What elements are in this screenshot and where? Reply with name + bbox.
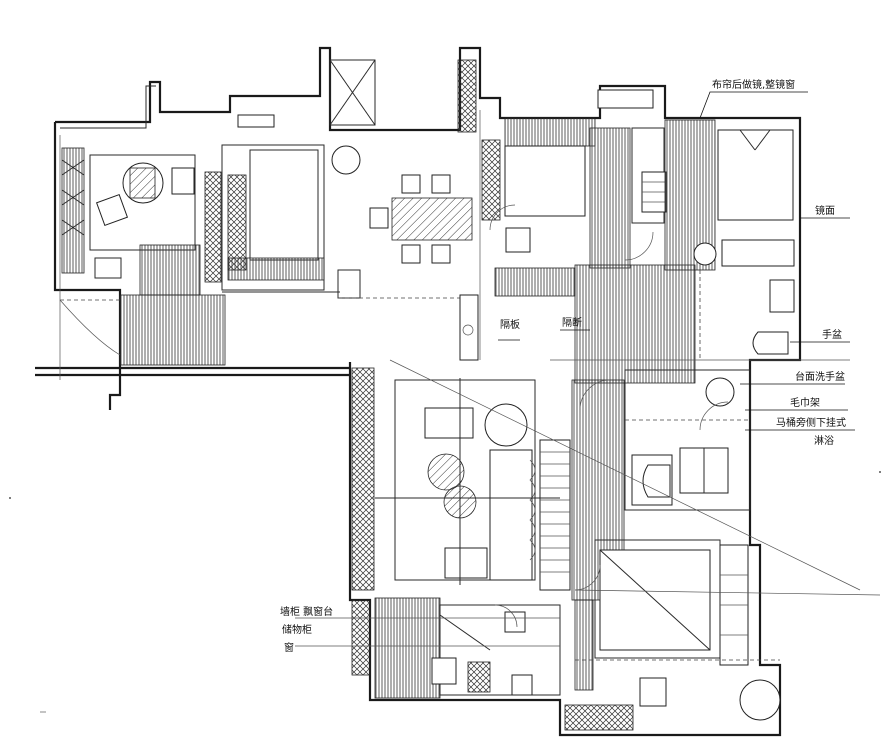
wardrobe-mid <box>481 139 501 221</box>
label-wall-cabinet-3: 窗 <box>284 641 294 654</box>
bottom-stool <box>511 674 533 696</box>
annotation-partition: 隔断 <box>560 316 590 331</box>
label-partition: 隔断 <box>562 316 582 329</box>
round-rug <box>484 403 528 447</box>
bottom-chair-right <box>639 677 667 707</box>
annotation-wash-top: 台面洗手盆 <box>740 370 845 385</box>
built-in-cabinet <box>204 171 222 283</box>
study-bottom-window <box>351 599 371 676</box>
annotation-wall-cabinet: 墙柜 飘窗台 储物柜 窗 <box>280 605 333 654</box>
dining-cabinet <box>457 59 477 133</box>
stair-cabinet <box>539 439 571 591</box>
dining-table <box>391 197 473 241</box>
wardrobe-left <box>139 244 201 296</box>
sofa <box>489 449 533 581</box>
armchair-pair <box>424 407 474 439</box>
dining-chair-3 <box>401 244 421 264</box>
living-room <box>351 367 571 591</box>
basin <box>693 242 717 266</box>
desk-mid <box>494 267 576 297</box>
annotation-towel-rack: 毛巾架 <box>745 396 848 411</box>
label-wall-cabinet-1: 墙柜 飘窗台 <box>280 605 333 618</box>
bathroom-bottom-right <box>571 369 751 601</box>
study-desk <box>227 257 325 281</box>
headboard-wall <box>504 117 596 147</box>
guide-lines <box>59 110 881 647</box>
floor-hatch-hall <box>574 264 696 384</box>
bathtub <box>717 129 794 221</box>
coffee-table-large <box>427 453 465 491</box>
annotation-toilet-note: 马桶旁侧下挂式 <box>745 416 855 431</box>
bottom-chair <box>504 611 526 633</box>
bedroom-top-middle <box>481 89 696 384</box>
study-bottom <box>351 597 561 699</box>
sketch-marks <box>9 471 881 713</box>
annotation-shower: 淋浴 <box>814 434 834 447</box>
annotation-mirror: 镜面 <box>800 204 850 219</box>
label-toilet-note: 马桶旁侧下挂式 <box>776 416 846 429</box>
label-wall-cabinet-2: 储物柜 <box>282 623 312 636</box>
annotation-hand-wash: 手盆 <box>790 328 850 343</box>
floor-hatch-corridor <box>119 294 226 366</box>
dining-chair-2 <box>431 174 451 194</box>
vanity <box>721 239 795 267</box>
sink-round <box>331 145 361 175</box>
dining-area <box>329 59 479 361</box>
annotation-separator: 隔板 <box>498 318 520 341</box>
shoe-cabinet <box>459 294 479 361</box>
bedroom-top-left <box>59 147 226 366</box>
bedroom-bottom-wall <box>574 599 594 691</box>
label-towel-rack: 毛巾架 <box>790 396 820 409</box>
bedroom-bottom-right <box>564 539 781 731</box>
side-chair <box>171 167 195 195</box>
bedside-chair <box>505 227 531 253</box>
study-bottom-hatch <box>374 597 441 699</box>
study-room <box>221 114 340 293</box>
door-swings <box>489 204 729 628</box>
dining-chair-1 <box>401 174 421 194</box>
living-window-wall <box>351 367 375 591</box>
armchair <box>95 193 129 227</box>
bathroom-top-right <box>631 119 795 360</box>
window-sill <box>237 114 275 128</box>
table-top <box>129 167 156 199</box>
lounge-chair <box>444 547 488 579</box>
annotation-curtain-box: 布帘后做镜,整镜窗 <box>699 78 808 119</box>
washing-machine <box>769 279 795 313</box>
wall-panel-mid <box>589 127 631 269</box>
bed-mid <box>504 145 586 217</box>
balcony-rail <box>564 704 634 731</box>
dining-chair-4 <box>431 244 451 264</box>
desk-chair <box>431 657 457 685</box>
basin-2 <box>705 377 735 407</box>
round-table-bottom <box>739 679 781 721</box>
label-curtain-box: 布帘后做镜,整镜窗 <box>712 78 795 91</box>
bay-window-left <box>61 147 85 274</box>
small-shelf <box>467 661 491 693</box>
label-hand-wash: 手盆 <box>822 328 842 341</box>
label-wash-top: 台面洗手盆 <box>795 370 845 383</box>
label-shower: 淋浴 <box>814 434 834 447</box>
dining-chair-5 <box>369 207 389 229</box>
balcony-sill <box>597 89 654 109</box>
label-mirror: 镜面 <box>815 204 835 217</box>
label-separator: 隔板 <box>500 318 520 331</box>
toilet-top <box>752 331 789 355</box>
toilet-2 <box>642 464 671 498</box>
study-shelf <box>227 174 247 271</box>
